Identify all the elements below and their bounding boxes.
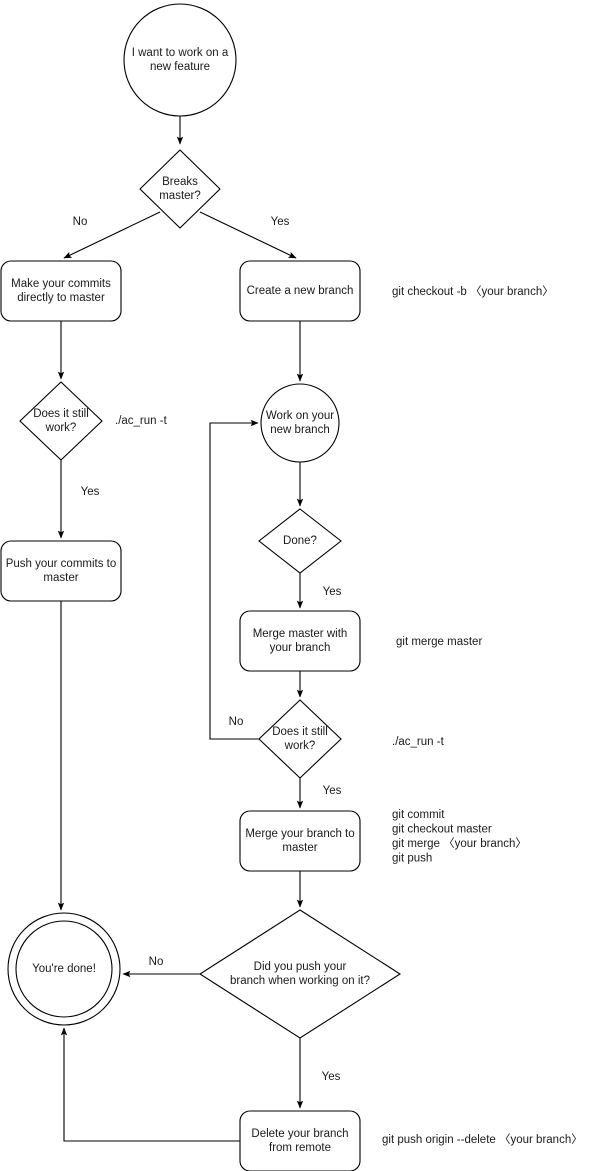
node-shape-rect-merge-master-with-branch bbox=[239, 610, 361, 672]
annotation-ac-run-branch: ./ac_run -t bbox=[392, 736, 445, 748]
node-shape-diamond-does-it-still-work-master bbox=[19, 381, 103, 461]
node-shape-diamond-does-it-still-work-branch bbox=[258, 699, 342, 779]
node-youre-done[interactable]: You're done! bbox=[7, 912, 121, 1026]
node-shape-diamond-breaks-master bbox=[139, 149, 221, 229]
node-shape-circle-start bbox=[123, 3, 237, 117]
node-create-new-branch[interactable]: Create a new branch bbox=[239, 260, 361, 322]
node-done-question[interactable]: Done? bbox=[258, 508, 342, 574]
node-shape-diamond-done-question bbox=[258, 508, 342, 574]
node-shape-diamond-did-you-push bbox=[198, 909, 402, 1039]
node-shape-rect-push-commits-master bbox=[0, 540, 122, 602]
node-shape-inner-circle-youre-done bbox=[15, 920, 113, 1018]
edges-layer bbox=[57, 116, 304, 1142]
annotations-layer: git checkout -b 〈your branch〉 ./ac_run -t… bbox=[115, 285, 583, 1146]
annotation-ac-run-master: ./ac_run -t bbox=[115, 415, 168, 427]
edge-label-did-push-yes: Yes bbox=[322, 1071, 341, 1083]
node-shape-rect-delete-branch-remote bbox=[239, 1110, 361, 1171]
edge-label-breaks-no: No bbox=[73, 216, 88, 228]
node-shape-circle-work-on-branch bbox=[260, 383, 340, 463]
edge-breaks-to-create-branch bbox=[199, 211, 297, 259]
node-shape-rect-merge-branch-to-master bbox=[239, 810, 361, 872]
edge-label-still-work-branch-no: No bbox=[229, 716, 244, 728]
node-label-done-question: Done? bbox=[283, 535, 317, 547]
annotation-create-branch: git checkout -b 〈your branch〉 bbox=[392, 285, 554, 298]
edge-delete-to-done-circle bbox=[60, 1027, 240, 1142]
edge-label-breaks-yes: Yes bbox=[271, 216, 290, 228]
node-label-youre-done: You're done! bbox=[32, 963, 96, 975]
edge-label-done-yes: Yes bbox=[323, 586, 342, 598]
edge-breaks-to-make-commits bbox=[63, 211, 161, 259]
annotation-merge-master: git merge master bbox=[396, 636, 482, 648]
edge-still-work-branch-no-loop bbox=[209, 419, 259, 740]
node-shape-rect-make-commits-master bbox=[0, 260, 122, 322]
edge-label-still-work-master-yes: Yes bbox=[81, 486, 100, 498]
node-shape-rect-create-new-branch bbox=[239, 260, 361, 322]
edge-label-did-push-no: No bbox=[149, 956, 164, 968]
annotation-delete-remote: git push origin --delete 〈your branch〉 bbox=[382, 1133, 583, 1146]
node-label-create-new-branch: Create a new branch bbox=[247, 285, 354, 297]
edge-label-still-work-branch-yes: Yes bbox=[323, 785, 342, 797]
